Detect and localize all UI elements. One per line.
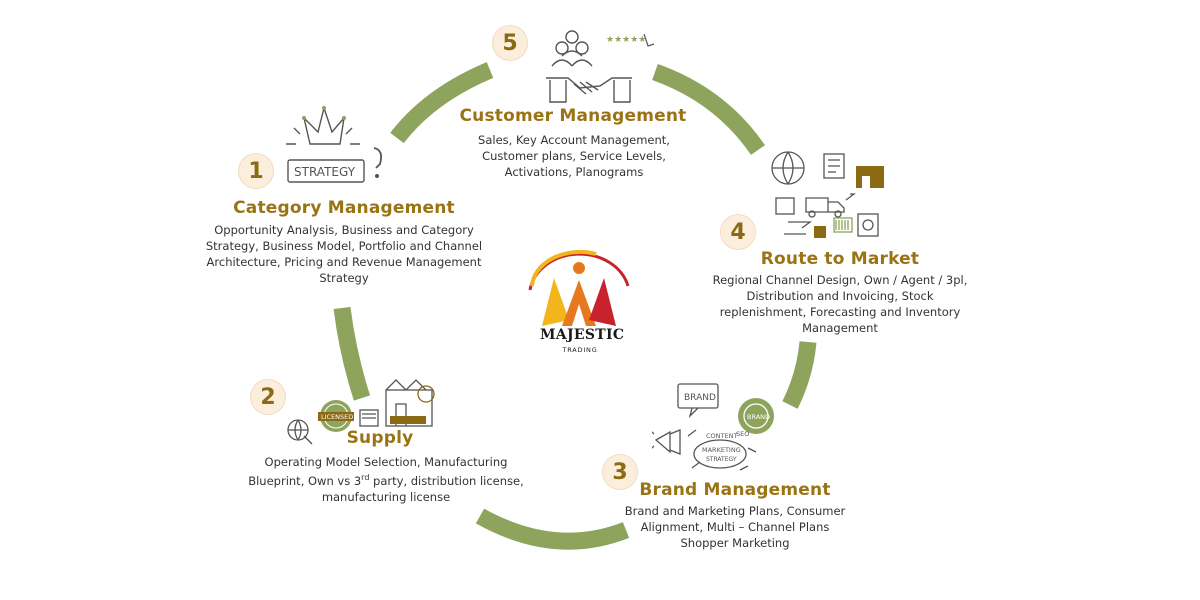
brand-management-description: Brand and Marketing Plans, Consumer Alig… xyxy=(600,503,870,551)
arc-customer-to-route xyxy=(652,63,765,155)
marketing-label: MARKETING xyxy=(702,446,741,454)
category-management-description: Opportunity Analysis, Business and Categ… xyxy=(188,222,500,286)
brand-marketing-icon: BRAND BRAND CONTENT SEO MARKETING STRATE… xyxy=(652,378,782,476)
description-line: Opportunity Analysis, Business and Categ… xyxy=(214,223,474,237)
description-line: Strategy, Business Model, Portfolio and … xyxy=(205,239,483,253)
arc-supply-to-category xyxy=(333,306,371,401)
step-3-number: 3 xyxy=(612,459,628,485)
description-line: Architecture, Pricing and Revenue Manage… xyxy=(206,255,482,269)
description-line: Operating Model Selection, Manufacturing xyxy=(264,455,508,469)
brand-bubble-text: BRAND xyxy=(684,393,716,403)
logo-subtitle: TRADING xyxy=(562,346,598,354)
description-line: Shopper Marketing xyxy=(680,536,790,550)
supply-description: Operating Model Selection, Manufacturing… xyxy=(234,454,538,505)
logo-swoosh-yellow xyxy=(530,249,597,287)
logo-dot xyxy=(573,262,585,274)
step-5-badge: 5 xyxy=(492,25,528,61)
description-line: Regional Channel Design, Own / Agent / 3… xyxy=(712,273,968,287)
factory-license-icon: LICENSED xyxy=(286,372,442,446)
description-line: Activations, Planograms xyxy=(504,165,644,179)
majestic-logo-icon xyxy=(524,246,636,328)
superscript-rd: rd xyxy=(361,473,370,482)
logo-name: MAJESTIC xyxy=(540,327,625,343)
licensed-stamp-text: LICENSED xyxy=(321,413,353,421)
strategy-crown-icon: STRATEGY xyxy=(280,104,390,188)
arc-route-to-brand xyxy=(782,341,817,409)
step-5-number: 5 xyxy=(502,30,518,56)
brand-management-title: Brand Management xyxy=(639,480,831,500)
description-line-part: party, distribution license, xyxy=(369,474,524,488)
route-to-market-description: Regional Channel Design, Own / Agent / 3… xyxy=(694,272,986,336)
route-to-market-title: Route to Market xyxy=(760,249,920,269)
logo-peak-right xyxy=(589,278,616,326)
arc-category-to-customer xyxy=(390,62,494,144)
logistics-icon xyxy=(766,148,890,248)
customer-management-title: Customer Management xyxy=(459,106,687,126)
brand-seal-text: BRAND xyxy=(747,413,770,421)
description-line: Alignment, Multi – Channel Plans xyxy=(640,520,830,534)
step-1-number: 1 xyxy=(248,158,264,184)
supply-title: Supply xyxy=(346,428,414,448)
description-line: Sales, Key Account Management, xyxy=(478,133,670,147)
description-line: Blueprint, Own vs 3rd party, distributio… xyxy=(234,470,538,489)
logo-peak-center xyxy=(562,280,596,326)
logo-peak-left xyxy=(542,278,569,326)
step-2-number: 2 xyxy=(260,384,276,410)
step-1-badge: 1 xyxy=(238,153,274,189)
description-line: Management xyxy=(802,321,878,335)
description-line: Brand and Marketing Plans, Consumer xyxy=(624,504,846,518)
description-line: Strategy xyxy=(319,271,369,285)
svg-text:★★★★★: ★★★★★ xyxy=(606,35,646,45)
step-4-badge: 4 xyxy=(720,214,756,250)
handshake-team-icon: ★★★★★ xyxy=(540,28,660,106)
step-4-number: 4 xyxy=(730,219,746,245)
customer-management-description: Sales, Key Account Management, Customer … xyxy=(452,132,696,180)
description-line: Distribution and Invoicing, Stock xyxy=(746,289,934,303)
description-line: Customer plans, Service Levels, xyxy=(482,149,666,163)
step-2-badge: 2 xyxy=(250,379,286,415)
content-label: CONTENT xyxy=(706,432,737,440)
strategy-sign-text: STRATEGY xyxy=(294,165,356,179)
step-3-badge: 3 xyxy=(602,454,638,490)
seo-label: SEO xyxy=(736,430,749,438)
description-line: manufacturing license xyxy=(321,490,451,504)
strategy-label: STRATEGY xyxy=(706,456,737,463)
description-line: replenishment, Forecasting and Inventory xyxy=(719,305,961,319)
logo-peak-inner xyxy=(572,304,586,326)
description-line-part: Blueprint, Own vs 3 xyxy=(248,474,362,488)
arc-brand-to-supply xyxy=(475,508,630,550)
category-management-title: Category Management xyxy=(233,198,455,218)
